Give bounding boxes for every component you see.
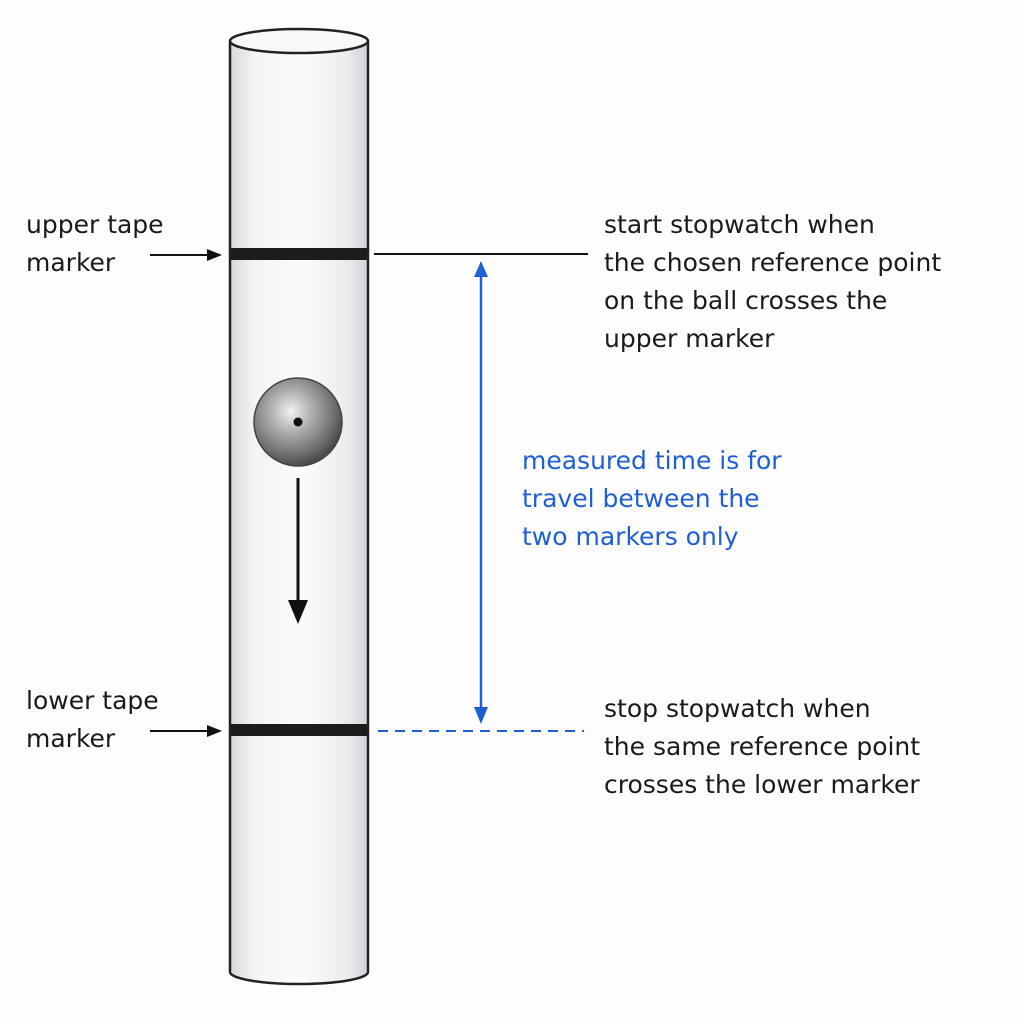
- upper-tape-marker: [231, 248, 367, 260]
- stop-note-line: crosses the lower marker: [604, 770, 920, 799]
- start-note-line: start stopwatch when: [604, 210, 875, 239]
- start-note-line: on the ball crosses the: [604, 286, 888, 315]
- lower-marker-label: lower tape marker: [26, 682, 159, 758]
- tube-opening: [228, 27, 370, 55]
- ball-reference-point: [293, 417, 303, 427]
- interval-arrow-bottom-head: [474, 707, 488, 724]
- interval-note-line: travel between the: [522, 484, 760, 513]
- interval-arrow-top-head: [474, 261, 488, 277]
- interval-note-line: measured time is for: [522, 446, 782, 475]
- upper-marker-label: upper tape marker: [26, 206, 164, 282]
- lower-marker-label-line: lower tape: [26, 686, 159, 715]
- upper-label-pointer-head: [207, 249, 222, 261]
- lower-tape-marker: [231, 724, 367, 736]
- start-note-line: the chosen reference point: [604, 248, 942, 277]
- stop-note-line: stop stopwatch when: [604, 694, 871, 723]
- interval-note-line: two markers only: [522, 522, 739, 551]
- lower-marker-label-line: marker: [26, 724, 116, 753]
- stop-note-line: the same reference point: [604, 732, 921, 761]
- upper-marker-label-line: upper tape: [26, 210, 164, 239]
- measured-time-note: measured time is for travel between the …: [522, 442, 782, 556]
- start-stopwatch-note: start stopwatch when the chosen referenc…: [604, 206, 941, 358]
- stop-stopwatch-note: stop stopwatch when the same reference p…: [604, 690, 920, 804]
- upper-marker-label-line: marker: [26, 248, 116, 277]
- motion-arrow-head: [288, 600, 308, 624]
- start-note-line: upper marker: [604, 324, 775, 353]
- lower-label-pointer-head: [207, 725, 222, 737]
